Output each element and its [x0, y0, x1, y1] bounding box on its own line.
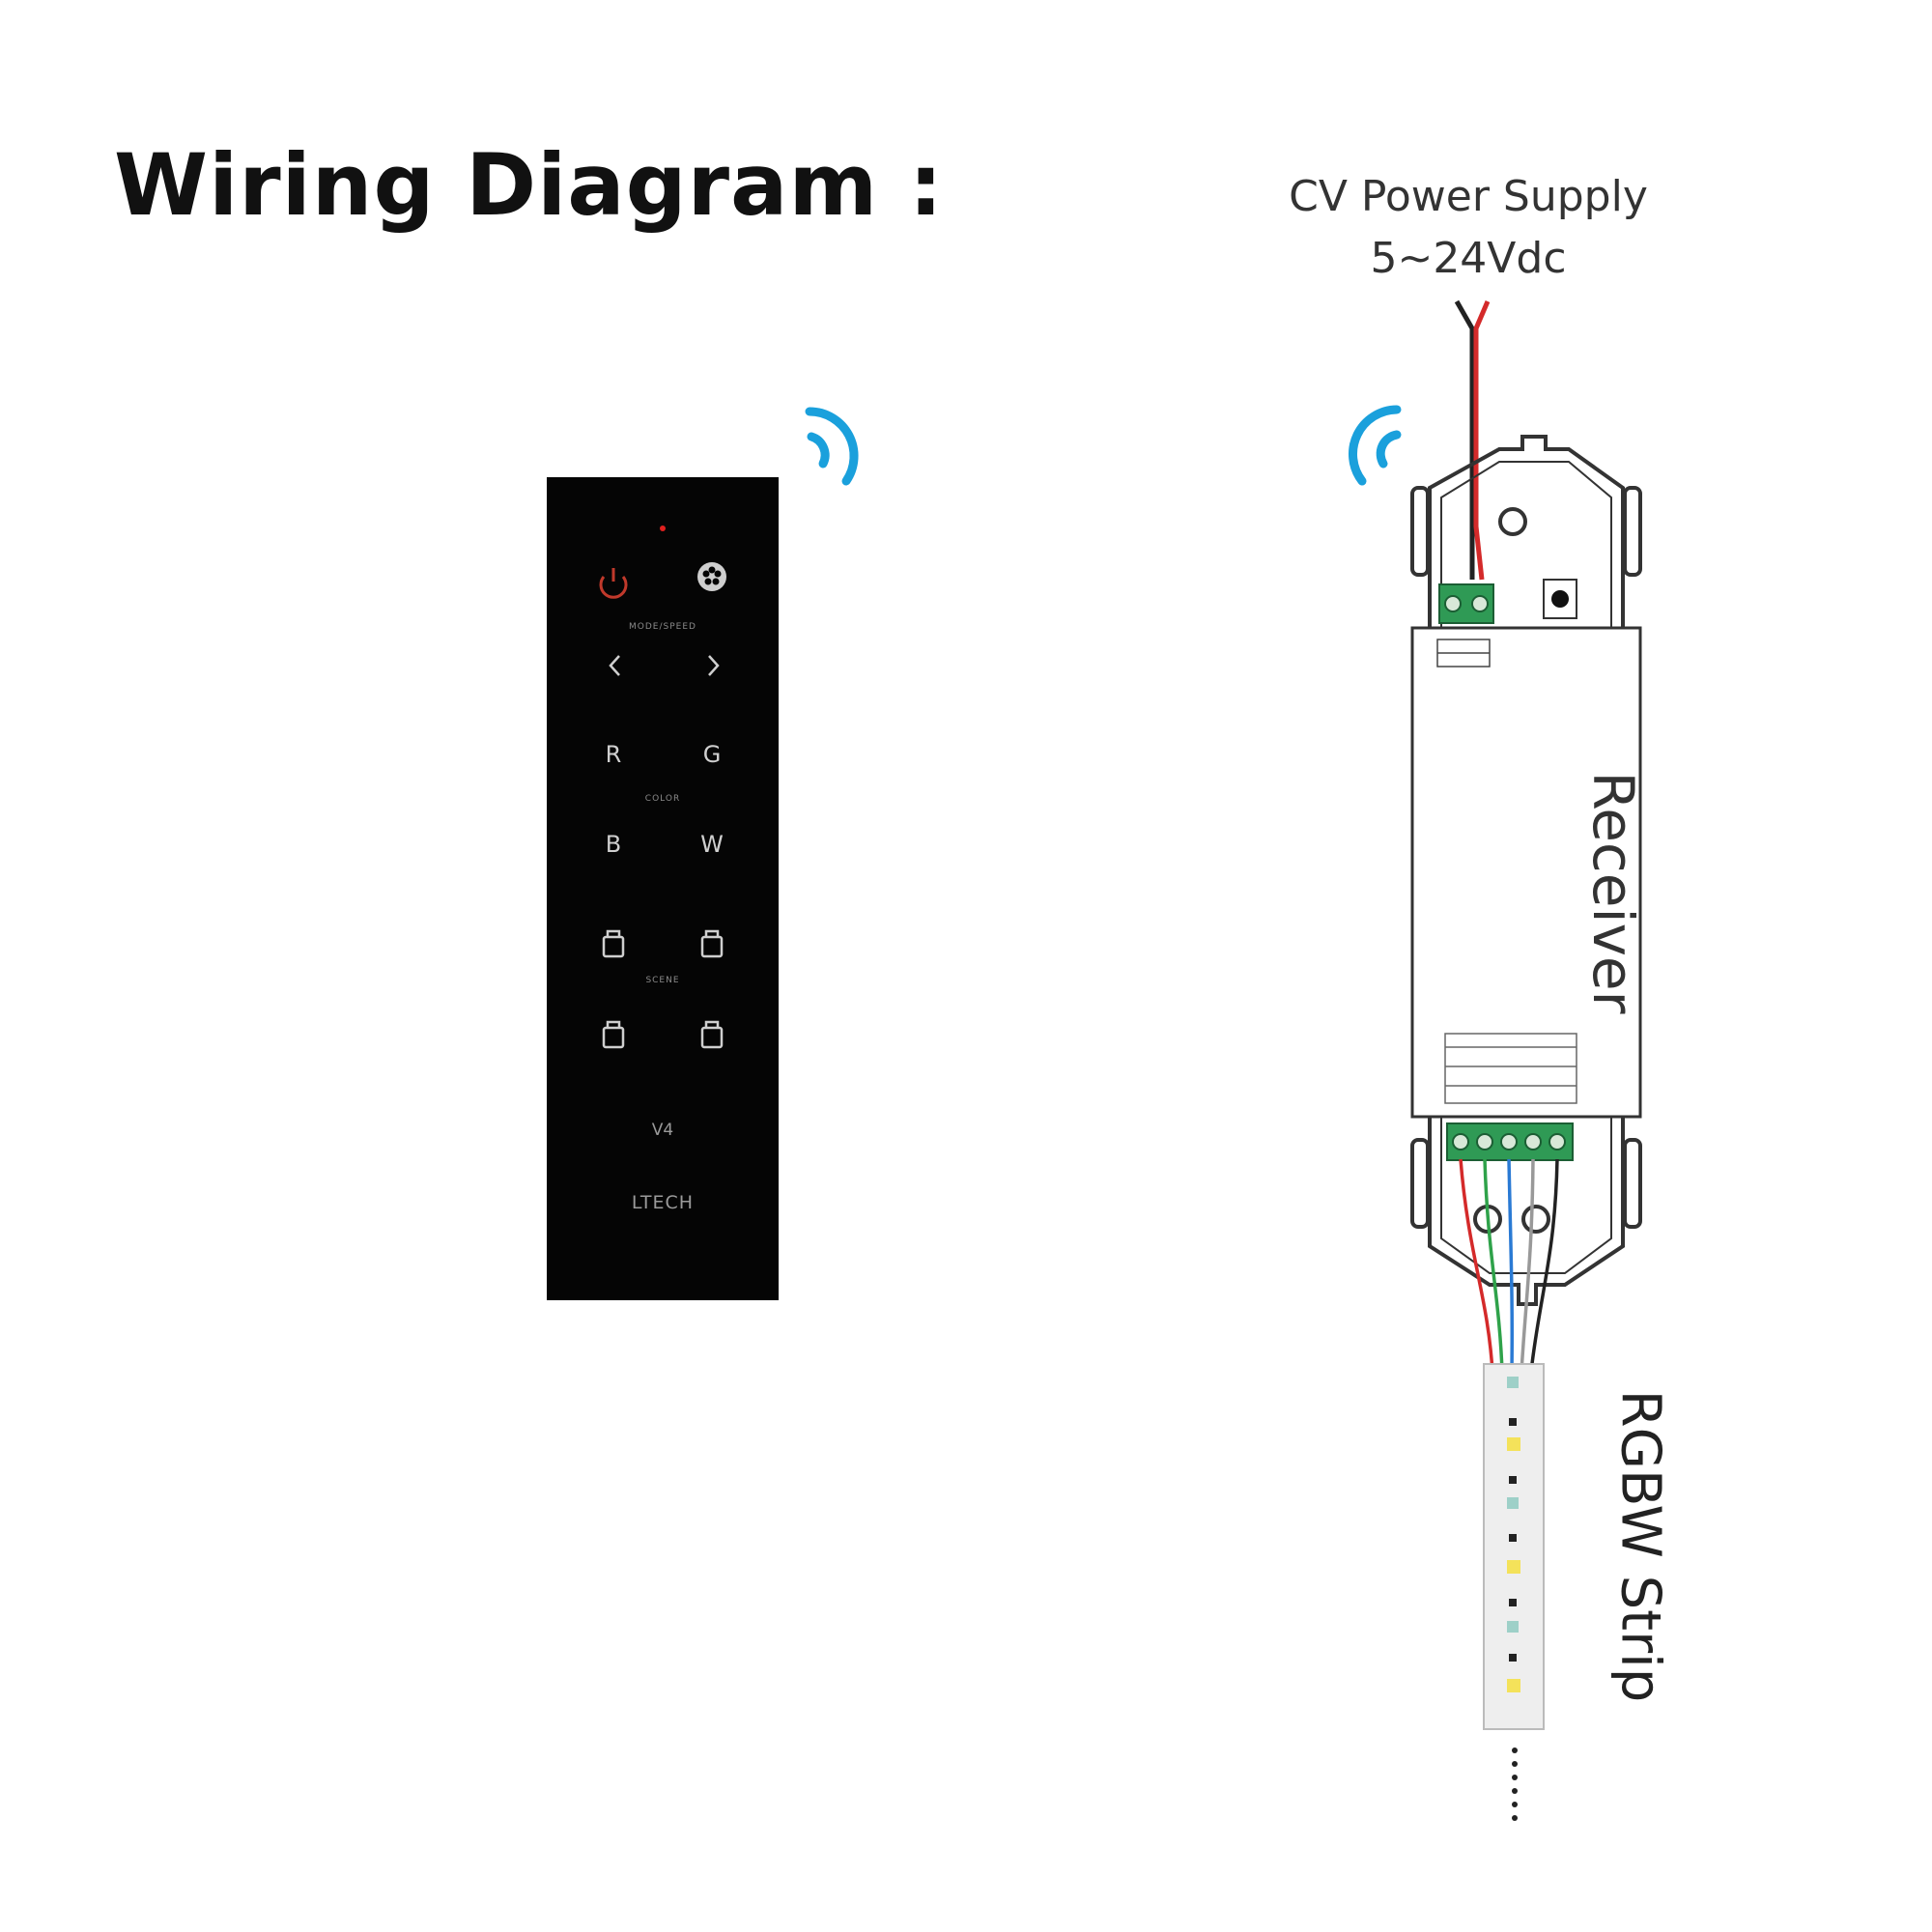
output-spec-table [1444, 1033, 1577, 1104]
power-input-wires [1454, 299, 1491, 581]
speed-section-label: MODE/SPEED [629, 622, 696, 632]
scene-2-icon [700, 929, 724, 958]
output-wires [1459, 1158, 1559, 1373]
input-terminal-block [1438, 583, 1494, 624]
diagram-title: Wiring Diagram : [114, 135, 944, 235]
rgbw-strip [1483, 1363, 1545, 1730]
key-w: W [700, 831, 724, 858]
key-g: G [702, 741, 722, 768]
power-supply-name: CV Power Supply [1289, 172, 1648, 221]
button-component [1543, 579, 1577, 619]
remote-signal-icon [805, 407, 859, 486]
input-spec-label [1436, 639, 1491, 668]
strip-continuation-dots [1512, 1747, 1518, 1821]
receiver-label: Receiver [1580, 771, 1646, 1014]
mode-wheel-icon [697, 562, 726, 591]
power-supply-label: CV Power Supply 5~24Vdc [1265, 166, 1671, 290]
receiver-signal-icon [1349, 405, 1402, 486]
remote-control: MODE/SPEED COLOR SCENE R G B W V4 LTECH [547, 477, 779, 1300]
scene-4-icon [700, 1020, 724, 1049]
key-b: B [605, 831, 622, 858]
receiver-housing [1410, 435, 1642, 1306]
indicator-led [660, 526, 666, 531]
scene-1-icon [602, 929, 625, 958]
remote-icons [599, 562, 726, 1049]
chevron-left-icon [609, 655, 620, 676]
color-section-label: COLOR [644, 794, 681, 804]
strip-label: RGBW Strip [1608, 1389, 1672, 1703]
remote-version: V4 [651, 1121, 674, 1140]
power-icon [599, 568, 628, 599]
scene-section-label: SCENE [645, 976, 680, 985]
chevron-right-icon [708, 655, 720, 676]
remote-brand: LTECH [631, 1192, 695, 1213]
output-terminal-block [1446, 1122, 1574, 1161]
power-supply-voltage: 5~24Vdc [1370, 234, 1567, 283]
scene-3-icon [602, 1020, 625, 1049]
key-r: R [605, 741, 622, 768]
